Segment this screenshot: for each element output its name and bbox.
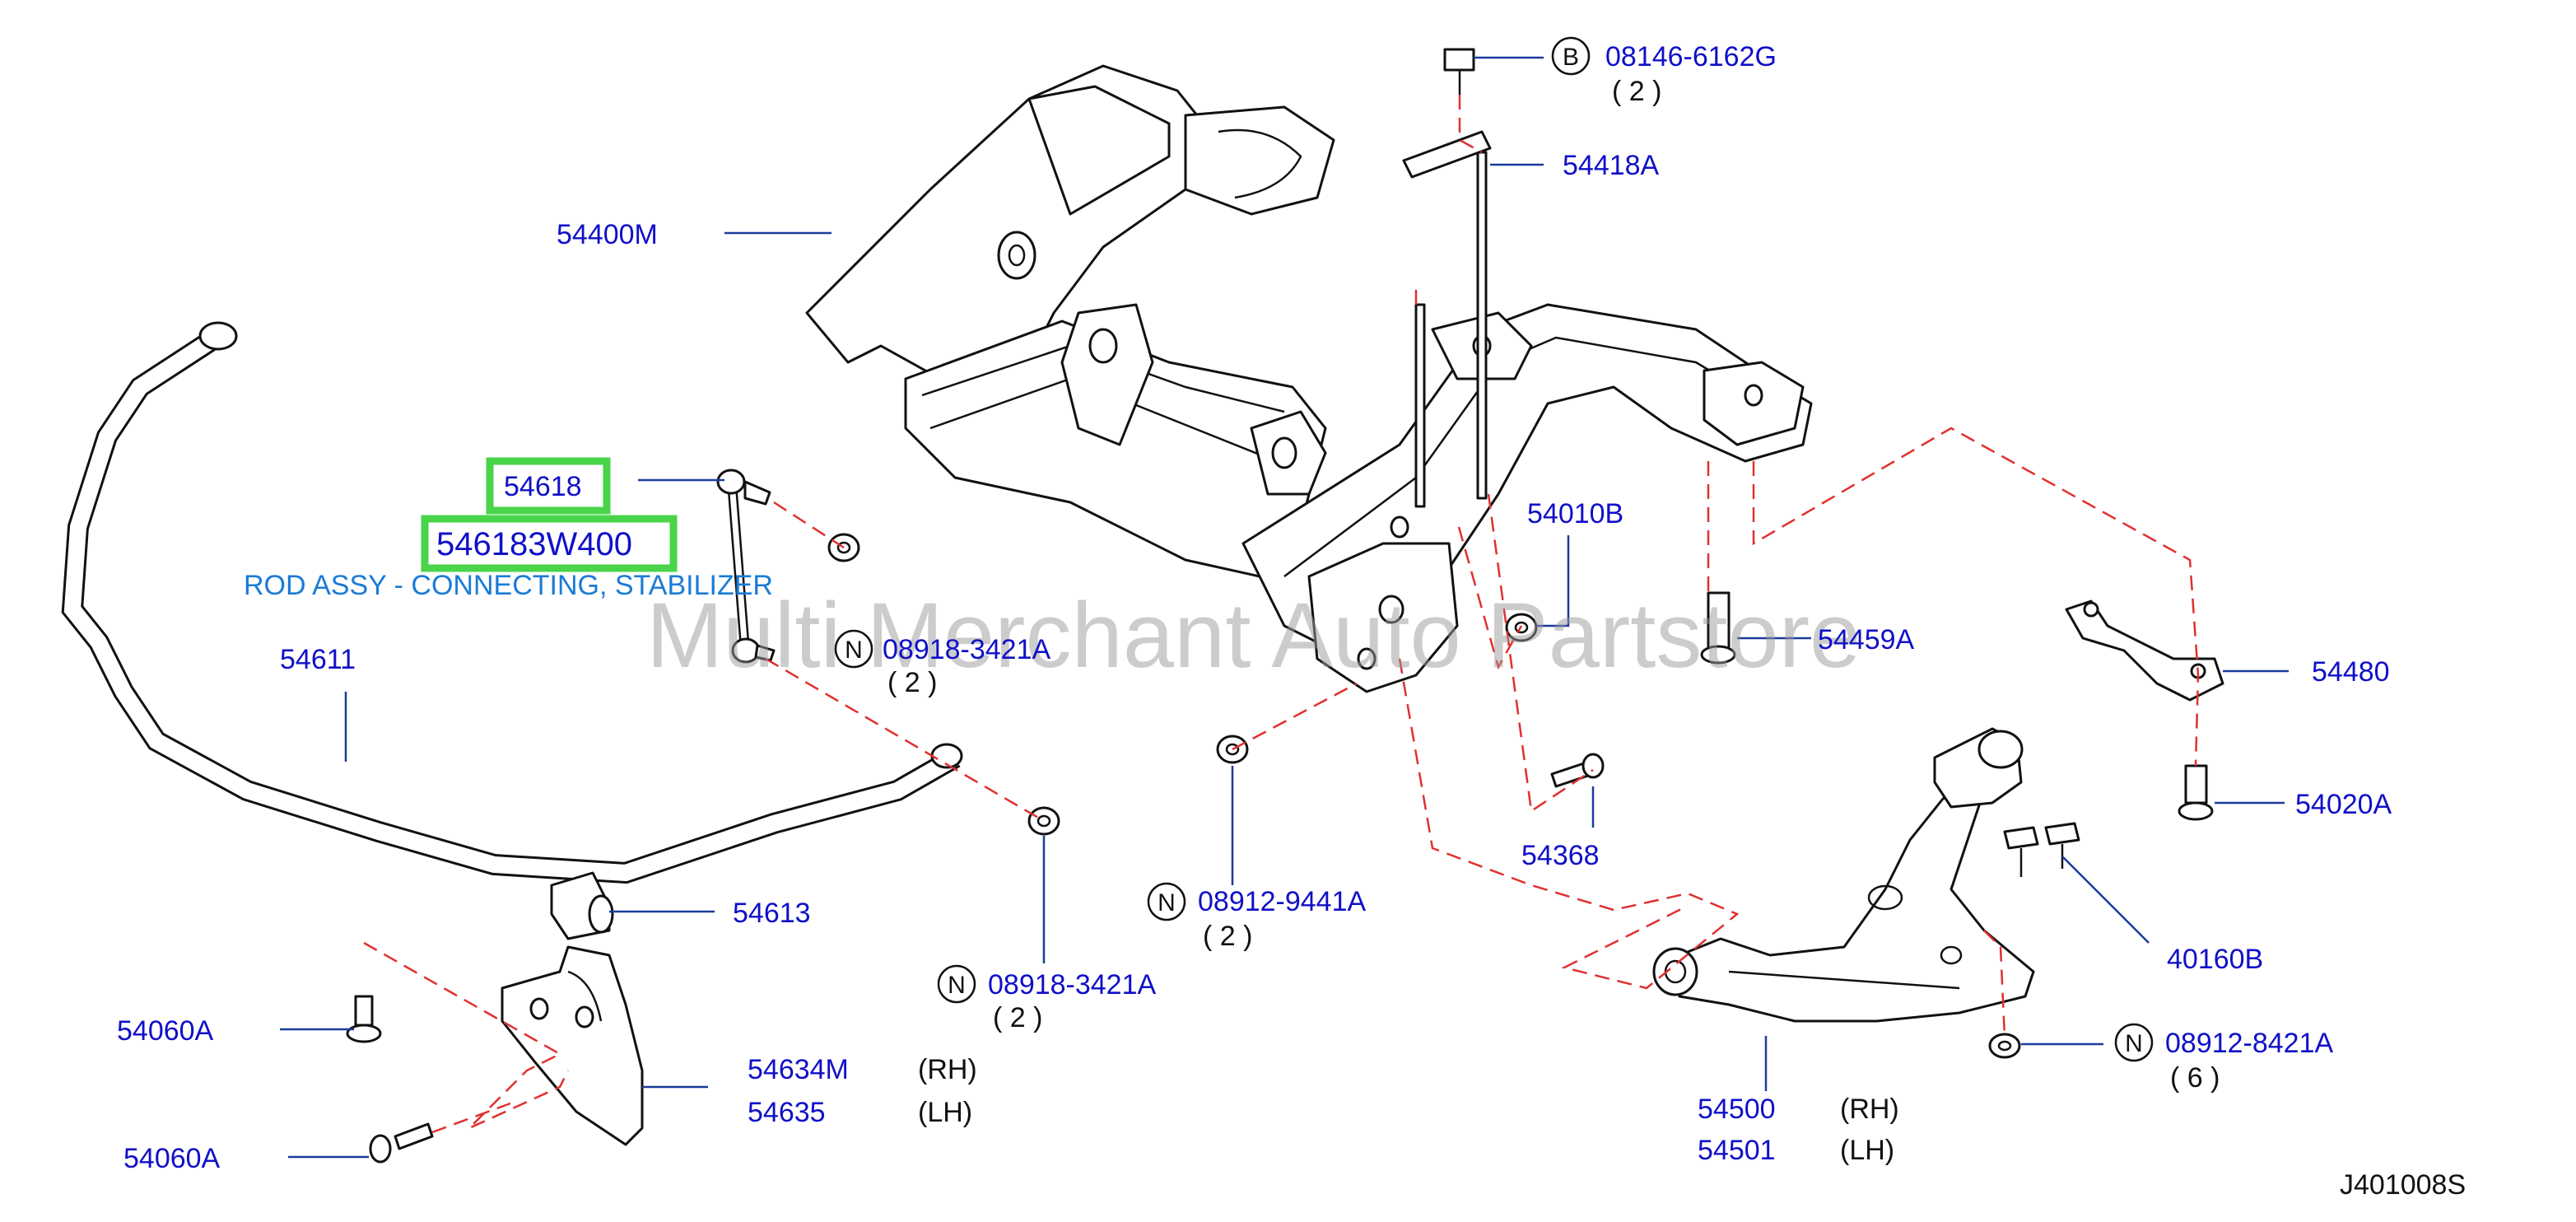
qty-08918-3421A-upper: ( 2 ) [887,667,937,698]
side-rh-54634M: (RH) [918,1054,977,1085]
stabilizer-bar-drawing [61,321,963,884]
stabilizer-clamp-bracket-drawing [501,945,644,1146]
rod-description: ROD ASSY - CONNECTING, STABILIZER [244,570,773,601]
lower-control-arm-drawing [1652,727,2080,1023]
part-label-54501[interactable]: 54501 [1698,1135,1776,1166]
part-label-54060A-upper[interactable]: 54060A [117,1015,214,1047]
part-label-54613[interactable]: 54613 [733,898,811,929]
svg-text:N: N [1158,889,1176,916]
qty-08912-8421A: ( 6 ) [2170,1062,2220,1094]
highlight-box-546183W400 [421,515,678,572]
highlight-box-54618 [486,457,611,515]
svg-text:N: N [2125,1030,2143,1057]
circle-marker-n-4: N [2114,1023,2154,1062]
part-label-54010B[interactable]: 54010B [1527,498,1623,529]
assembly-dashed-lines [363,95,2200,1134]
watermark: Multi Merchant Auto Partstore [646,584,1861,687]
part-label-54480[interactable]: 54480 [2312,656,2390,688]
qty-08918-3421A-lower: ( 2 ) [993,1002,1042,1033]
diagram-code: J401008S [2340,1169,2466,1201]
connecting-rod-drawing [716,469,776,664]
part-label-54500[interactable]: 54500 [1698,1094,1776,1125]
side-rh-54500: (RH) [1840,1094,1899,1125]
part-label-54611[interactable]: 54611 [280,644,356,675]
bracket-54480-drawing [2065,599,2224,702]
qty-08146-6162G: ( 2 ) [1612,76,1661,107]
side-lh-54635: (LH) [918,1097,972,1128]
part-label-08918-3421A-lower[interactable]: 08918-3421A [988,969,1157,1000]
part-label-54459A[interactable]: 54459A [1818,624,1915,655]
part-label-08912-9441A[interactable]: 08912-9441A [1198,886,1367,917]
circle-marker-b: B [1551,36,1591,76]
part-label-546183W400[interactable]: 546183W400 [436,526,632,562]
part-label-54368[interactable]: 54368 [1521,840,1600,871]
svg-text:N: N [845,637,863,664]
part-label-54618[interactable]: 54618 [504,471,582,502]
leader-lines [280,56,2289,1159]
part-label-54060A-lower[interactable]: 54060A [123,1143,221,1174]
svg-text:N: N [948,972,966,999]
part-label-54634M[interactable]: 54634M [748,1054,849,1085]
part-label-08918-3421A-upper[interactable]: 08918-3421A [883,634,1051,665]
qty-08912-9441A: ( 2 ) [1203,921,1252,952]
part-label-54020A[interactable]: 54020A [2295,789,2392,820]
circle-marker-n-2: N [1147,882,1186,921]
part-label-08146-6162G[interactable]: 08146-6162G [1605,41,1777,72]
stabilizer-bushing-drawing [550,871,614,940]
part-label-40160B[interactable]: 40160B [2167,944,2263,975]
svg-text:B: B [1563,44,1579,71]
circle-marker-n-1: N [834,629,873,669]
part-label-54418A[interactable]: 54418A [1563,150,1660,181]
part-label-08912-8421A[interactable]: 08912-8421A [2165,1028,2334,1059]
circle-marker-n-3: N [937,964,976,1004]
side-lh-54501: (LH) [1840,1135,1894,1166]
front-suspension-member-drawing [805,64,1813,693]
part-label-54635[interactable]: 54635 [748,1097,826,1128]
part-label-54400M[interactable]: 54400M [557,219,658,250]
